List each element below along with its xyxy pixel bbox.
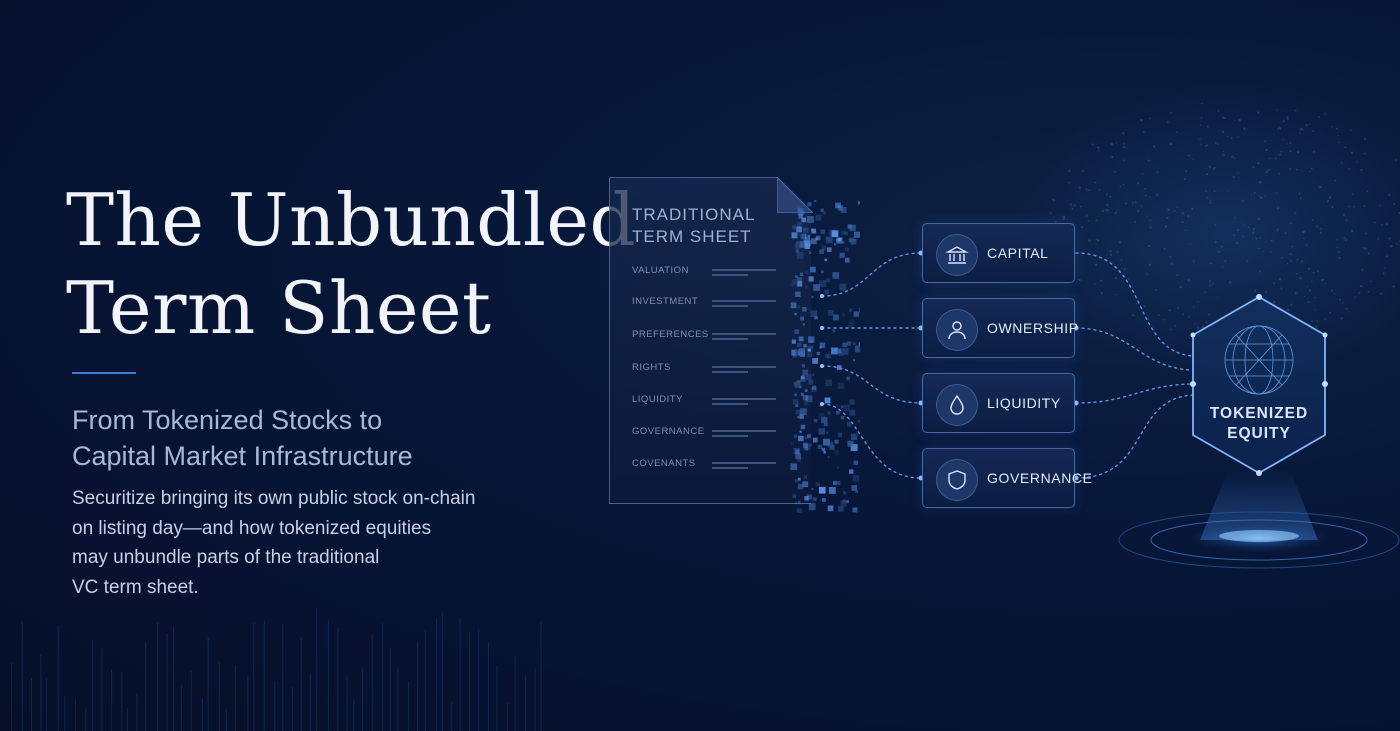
description-line-2: on listing day—and how tokenized equitie…: [72, 517, 432, 539]
document-row-label: INVESTMENT: [632, 296, 699, 307]
component-governance: GOVERNANCE: [922, 448, 1092, 508]
document-row-label: RIGHTS: [632, 362, 671, 373]
document-row-governance: GOVERNANCE: [632, 426, 802, 438]
title-line-1: The Unbundled: [66, 178, 637, 262]
subtitle: From Tokenized Stocks to Capital Market …: [72, 402, 532, 474]
component-label: LIQUIDITY: [987, 395, 1061, 411]
title-divider: [72, 372, 136, 374]
document-row-valuation: VALUATION: [632, 265, 802, 277]
document-row-liquidity: LIQUIDITY: [632, 394, 802, 406]
document-row-investment: INVESTMENT: [632, 296, 802, 308]
person-icon: [936, 309, 978, 351]
document-title-line-2: TERM SHEET: [632, 227, 752, 246]
document-row-label: COVENANTS: [632, 458, 696, 469]
result-line-2: EQUITY: [1227, 425, 1291, 442]
component-label: CAPITAL: [987, 245, 1049, 261]
component-label: OWNERSHIP: [987, 320, 1079, 336]
subtitle-line-1: From Tokenized Stocks to: [72, 405, 383, 435]
description: Securitize bringing its own public stock…: [72, 484, 512, 602]
description-line-1: Securitize bringing its own public stock…: [72, 488, 476, 509]
component-capital: CAPITAL: [922, 223, 1075, 283]
description-line-3: may unbundle parts of the traditional: [72, 547, 380, 568]
shield-icon: [936, 459, 978, 501]
droplet-icon: [936, 384, 978, 426]
bank-icon: [936, 234, 978, 276]
document-title-line-1: TRADITIONAL: [632, 205, 756, 224]
connection-lines: [820, 250, 1193, 481]
globe-icon: [1224, 325, 1294, 395]
subtitle-line-2: Capital Market Infrastructure: [72, 441, 413, 471]
document-row-label: VALUATION: [632, 265, 689, 276]
document-row-covenants: COVENANTS: [632, 458, 802, 470]
document-fold-corner: [777, 177, 813, 213]
document-row-preferences: PREFERENCES: [632, 329, 802, 341]
document-title: TRADITIONAL TERM SHEET: [632, 204, 755, 248]
description-line-4: VC term sheet.: [72, 576, 199, 598]
component-liquidity: LIQUIDITY: [922, 373, 1075, 433]
tokenized-equity-label: TOKENIZED EQUITY: [1192, 404, 1326, 444]
result-line-1: TOKENIZED: [1209, 405, 1309, 422]
tokenized-equity-hexagon: [1118, 294, 1400, 569]
document-row-label: GOVERNANCE: [632, 426, 705, 437]
document-row-label: LIQUIDITY: [632, 394, 683, 405]
component-ownership: OWNERSHIP: [922, 298, 1078, 358]
component-label: GOVERNANCE: [987, 470, 1093, 486]
page-title: The Unbundled Term Sheet: [66, 176, 636, 352]
dissolving-pixels: [790, 200, 860, 514]
document-row-label: PREFERENCES: [632, 329, 709, 340]
title-line-2: Term Sheet: [66, 266, 492, 350]
term-sheet-document: [609, 177, 811, 504]
document-row-rights: RIGHTS: [632, 362, 802, 374]
